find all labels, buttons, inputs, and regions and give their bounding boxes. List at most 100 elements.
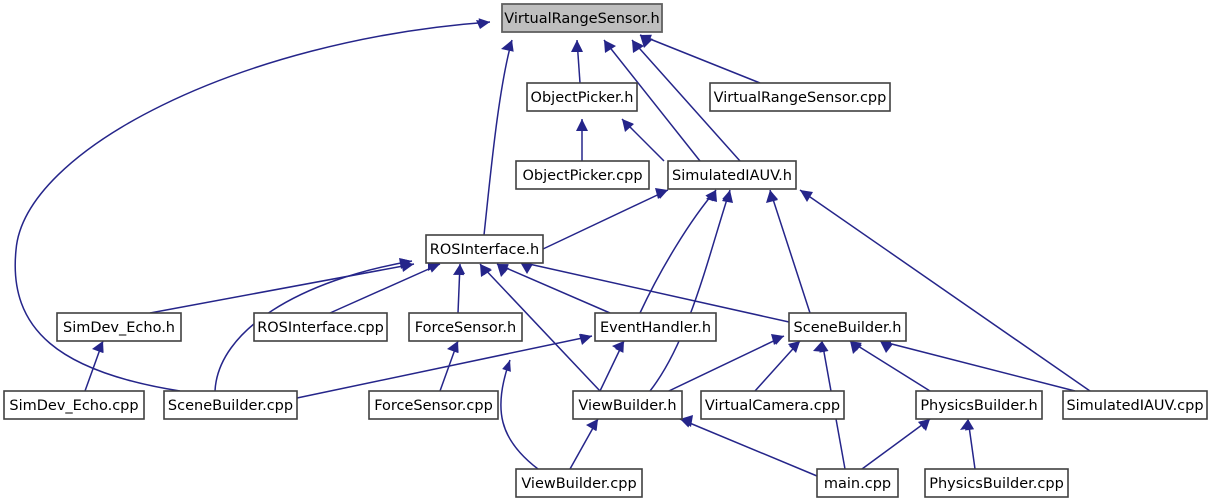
node-label: ROSInterface.cpp [257,320,384,336]
dependency-arrowhead [769,190,778,202]
graph-node-forcesensor-cpp[interactable]: ForceSensor.cpp [368,390,499,420]
dependency-arrowhead [819,341,829,353]
node-box[interactable] [515,160,650,190]
dependency-edge [603,39,701,162]
node-box[interactable] [408,312,523,342]
dependency-edge [329,263,441,314]
node-box[interactable] [700,390,845,420]
node-label: PhysicsBuilder.h [920,398,1037,414]
node-label: VirtualRangeSensor.cpp [714,90,887,106]
dependency-arrowhead [454,264,465,276]
dependency-arrowhead [964,419,975,431]
dependency-arrowhead [428,264,440,273]
node-label: main.cpp [824,476,891,492]
dependency-arrowhead [580,333,592,343]
node-box[interactable] [572,390,683,420]
graph-node-forcesensor-h[interactable]: ForceSensor.h [408,312,523,342]
node-label: SceneBuilder.cpp [168,398,293,414]
node-box[interactable] [709,82,891,112]
dependency-edge [296,335,593,399]
node-label: SimDev_Echo.cpp [9,398,138,414]
dependency-arrowhead [722,190,731,202]
node-box[interactable] [425,234,544,264]
node-box[interactable] [56,312,182,342]
node-box[interactable] [515,468,643,498]
graph-node-simulatediauv-cpp[interactable]: SimulatedIAUV.cpp [1062,390,1208,420]
dependency-arrowhead [604,40,615,52]
node-box[interactable] [594,312,717,342]
dependency-edge [849,340,931,392]
dependency-arrowhead [478,18,490,28]
graph-node-virtualcamera-cpp[interactable]: VirtualCamera.cpp [700,390,845,420]
dependency-edge [479,263,601,392]
dependency-edge [483,39,513,236]
dependency-arrowhead [680,418,692,428]
graph-node-viewbuilder-h[interactable]: ViewBuilder.h [572,390,683,420]
node-box[interactable] [667,160,797,190]
node-label: ObjectPicker.cpp [522,168,642,184]
dependency-arrowhead [789,341,800,353]
dependency-arrowhead [632,40,643,52]
graph-node-simulatediauv-h[interactable]: SimulatedIAUV.h [667,160,797,190]
dependency-arrowhead [573,40,583,52]
dependency-edge [679,418,818,477]
node-label: ForceSensor.cpp [374,398,493,414]
dependency-edge [496,263,611,314]
dependency-edge [879,340,1076,392]
graph-node-virtualrangesensor-h[interactable]: VirtualRangeSensor.h [501,3,663,33]
dependency-edge [649,189,731,392]
dependency-arrowhead [400,258,412,268]
node-label: VirtualRangeSensor.h [504,11,660,27]
dependency-arrowhead [588,419,598,431]
node-box[interactable] [501,3,663,33]
dependency-arrowhead [497,264,509,273]
dependency-arrowhead [622,119,634,131]
dependency-arrowhead [94,341,104,353]
node-box[interactable] [253,312,388,342]
graph-node-simdev-echo-h[interactable]: SimDev_Echo.h [56,312,182,342]
dependency-edge [631,39,741,162]
dependency-edge [861,418,931,470]
dependency-edge [769,189,811,314]
graph-node-virtualrangesensor-cpp[interactable]: VirtualRangeSensor.cpp [709,82,891,112]
node-box[interactable] [368,390,499,420]
node-box[interactable] [788,312,907,342]
dependency-edge [519,261,790,323]
graph-node-eventhandler-h[interactable]: EventHandler.h [594,312,717,342]
node-box[interactable] [163,390,298,420]
graph-node-physicsbuilder-h[interactable]: PhysicsBuilder.h [915,390,1043,420]
node-box[interactable] [526,82,638,112]
graph-node-rosinterface-h[interactable]: ROSInterface.h [425,234,544,264]
graph-node-simdev-echo-cpp[interactable]: SimDev_Echo.cpp [3,390,145,420]
graph-node-physicsbuilder-cpp[interactable]: PhysicsBuilder.cpp [924,468,1069,498]
graph-node-objectpicker-h[interactable]: ObjectPicker.h [526,82,638,112]
node-box[interactable] [924,468,1069,498]
dependency-arrowhead [577,119,587,130]
graph-node-scenebuilder-h[interactable]: SceneBuilder.h [788,312,907,342]
node-label: SimDev_Echo.h [63,320,175,336]
dependency-arrowhead [504,40,514,52]
node-label: ViewBuilder.h [578,398,676,414]
graph-node-viewbuilder-cpp[interactable]: ViewBuilder.cpp [515,468,643,498]
node-label: ObjectPicker.h [531,90,634,106]
dependency-edge [799,189,1091,392]
node-box[interactable] [3,390,145,420]
graph-node-objectpicker-cpp[interactable]: ObjectPicker.cpp [515,160,650,190]
dependency-arrowhead [502,360,511,372]
graph-node-main-cpp[interactable]: main.cpp [816,468,899,498]
node-box[interactable] [1062,390,1208,420]
graph-node-scenebuilder-cpp[interactable]: SceneBuilder.cpp [163,390,298,420]
dependency-edge [649,335,785,401]
node-box[interactable] [915,390,1043,420]
dependency-arrowhead [656,190,668,199]
node-label: ROSInterface.h [430,242,539,258]
node-box[interactable] [816,468,899,498]
dependency-arrowhead [918,419,930,430]
dependency-edge [639,34,761,84]
dependency-edge [214,260,413,392]
graph-node-rosinterface-cpp[interactable]: ROSInterface.cpp [253,312,388,342]
dependency-arrowhead [772,336,784,345]
